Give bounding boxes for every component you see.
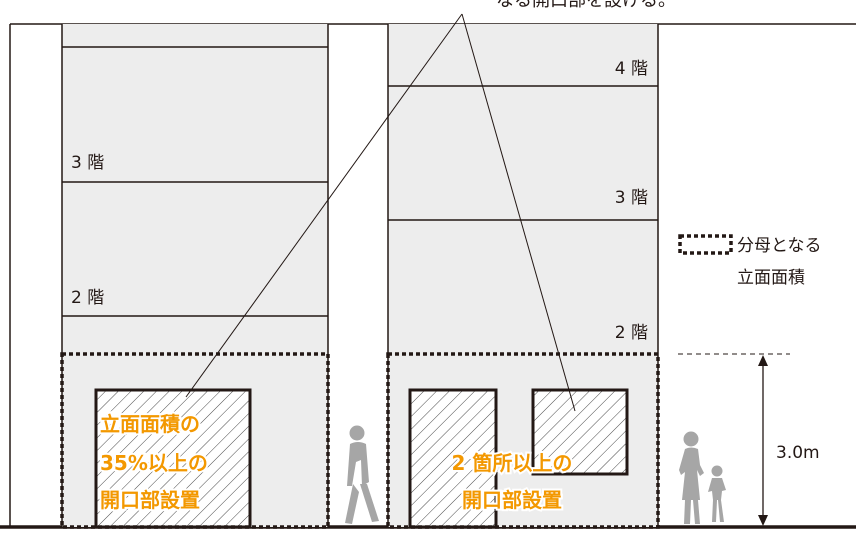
left-building: 3 階 2 階 立面面積の 35%以上の 開口部設置 <box>60 24 330 529</box>
right-opening-label-line2: 開口部設置 <box>462 488 562 512</box>
left-opening-label-line2: 35%以上の <box>100 451 208 475</box>
right-building: 4 階 3 階 2 階 2 箇所以上の 開口部設置 <box>386 24 660 529</box>
height-dimension: 3.0m <box>678 353 820 526</box>
left-floor-label-3f: 3 階 <box>71 153 104 173</box>
height-dimension-label: 3.0m <box>776 443 820 463</box>
adult-and-child-icon <box>679 431 726 524</box>
top-note: なる開口部を設ける。 <box>496 0 676 11</box>
right-floor-label-4f: 4 階 <box>615 59 648 79</box>
right-floor-label-2f: 2 階 <box>615 323 648 343</box>
left-opening-label-line3: 開口部設置 <box>100 488 200 512</box>
right-opening-window-hatched <box>531 388 629 476</box>
dimension-arrow-up-icon <box>758 355 768 366</box>
leader-lines <box>185 13 576 412</box>
left-opening-hatched <box>94 388 252 529</box>
right-floor-label-3f: 3 階 <box>615 188 648 208</box>
right-opening-label-line1: 2 箇所以上の <box>452 451 573 475</box>
legend: 分母となる 立面面積 <box>678 234 822 288</box>
right-facade-area-dashed <box>386 352 660 529</box>
legend-label-line1: 分母となる <box>737 236 822 256</box>
left-facade-area-dashed <box>60 352 330 529</box>
dimension-arrow-down-icon <box>758 515 768 526</box>
left-floor-label-2f: 2 階 <box>71 288 104 308</box>
right-opening-door-hatched <box>408 388 498 529</box>
left-opening-label-line1: 立面面積の <box>100 412 200 436</box>
legend-dashed-box-icon <box>678 234 733 255</box>
walking-person-icon <box>345 425 379 524</box>
legend-label-line2: 立面面積 <box>737 268 805 288</box>
